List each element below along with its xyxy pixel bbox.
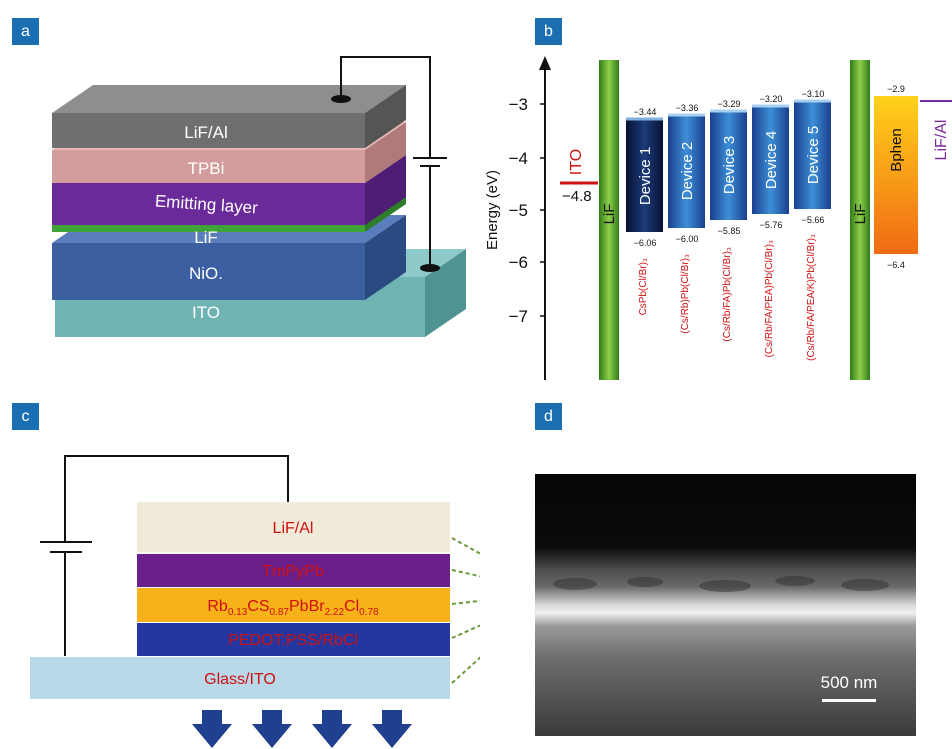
panel-label-b: b [535, 18, 562, 45]
device-4-name: Device 4 [763, 131, 780, 189]
circuit-wire-a [340, 56, 447, 268]
device-2-bottom: −6.00 [676, 234, 699, 244]
layer-lifal-c [137, 502, 450, 552]
emission-arrows [192, 710, 412, 748]
device-4-formula: (Cs/Rb/FA/PEA)Pb(Cl/Br)₃ [764, 240, 775, 357]
label-pedot-c: PEDOT:PSS/RbCl [228, 632, 358, 649]
contact-top [331, 95, 351, 103]
device-stack-2d: LiF/Al TmPyPb Rb0.13CS0.87PbBr2.22Cl0.78… [30, 455, 480, 748]
panel-label-a: a [12, 18, 39, 45]
device-4-bottom: −5.76 [760, 220, 783, 230]
scale-bar-label: 500 nm [821, 673, 878, 692]
circuit-wire-c [40, 455, 289, 656]
sem-grain-texture [553, 576, 889, 592]
device-1-bottom: −6.06 [634, 238, 657, 248]
device-3-name: Device 3 [721, 136, 738, 194]
label-nio: NiO. [189, 264, 223, 283]
device-1-name: Device 1 [637, 147, 654, 205]
device-4-top: −3.20 [760, 94, 783, 104]
device-5-block [794, 99, 831, 209]
device-5-formula: (Cs/Rb/FA/PEA/K)Pb(Cl/Br)₃ [806, 234, 817, 361]
label-lifal-c: LiF/Al [273, 520, 314, 537]
device-3-bottom: −5.85 [718, 226, 741, 236]
layer-lifal [52, 85, 406, 148]
energy-level-diagram: −3 −4 −5 −6 −7 Energy (eV) ITO −4.8 LiF … [484, 56, 952, 380]
label-lifal: LiF/Al [184, 123, 227, 142]
lif-left-label: LiF [601, 204, 618, 225]
panel-label-d: d [535, 403, 562, 430]
device-2-top: −3.36 [676, 103, 699, 113]
label-glass-c: Glass/ITO [204, 671, 276, 688]
device-2-block [668, 113, 705, 228]
device-3-formula: (Cs/Rb/FA)Pb(Cl/Br)₃ [722, 247, 733, 342]
lif-right-bar [850, 60, 870, 380]
layer-emitter-c [137, 588, 450, 622]
y-axis-label: Energy (eV) [484, 170, 501, 250]
scale-bar [822, 699, 876, 702]
layer-pedot-c [137, 623, 450, 656]
device-1-top: −3.44 [634, 107, 657, 117]
tick-m6: −6 [509, 253, 528, 272]
label-tpbi: TPBi [188, 159, 225, 178]
bphen-block [874, 96, 918, 254]
label-emitter-c: Rb0.13CS0.87PbBr2.22Cl0.78 [207, 598, 379, 618]
device-3-top: −3.29 [718, 99, 741, 109]
bphen-bottom: −6.4 [887, 260, 905, 270]
bphen-name: Bphen [888, 128, 905, 171]
bphen-top: −2.9 [887, 84, 905, 94]
device-1-formula: CsPb(Cl/Br)₃ [638, 258, 649, 315]
contact-bottom [420, 264, 440, 272]
ito-label: ITO [568, 149, 585, 175]
tick-m3: −3 [509, 95, 528, 114]
lif-right-label: LiF [852, 204, 869, 225]
panel-label-c: c [12, 403, 39, 430]
y-axis-arrow [539, 56, 551, 70]
layer-glass-c [30, 657, 450, 699]
device-5-name: Device 5 [805, 126, 822, 184]
lif-left-bar [599, 60, 619, 380]
device-stack-3d: LiF/Al TPBi Emitting layer LiF NiO. ITO [52, 56, 466, 337]
ito-value: −4.8 [562, 188, 592, 205]
device-2-name: Device 2 [679, 142, 696, 200]
layer-tmpypb-c [137, 554, 450, 587]
tick-m5: −5 [509, 201, 528, 220]
device-3-block [710, 109, 747, 220]
cathode-label: LiF/Al [933, 120, 950, 161]
tick-m7: −7 [509, 307, 528, 326]
sem-cross-section: 500 nm [535, 474, 916, 736]
device-5-top: −3.10 [802, 89, 825, 99]
device-2-formula: (Cs/Rb)Pb(Cl/Br)₃ [680, 254, 691, 334]
y-ticks [540, 103, 545, 317]
label-ito: ITO [192, 303, 220, 322]
device-1-block [626, 117, 663, 232]
device-5-bottom: −5.66 [802, 215, 825, 225]
label-tmpypb-c: TmPyPb [262, 563, 323, 580]
label-lif: LiF [194, 228, 218, 247]
device-4-block [752, 104, 789, 214]
tick-m4: −4 [509, 149, 528, 168]
guide-lines [451, 537, 480, 684]
